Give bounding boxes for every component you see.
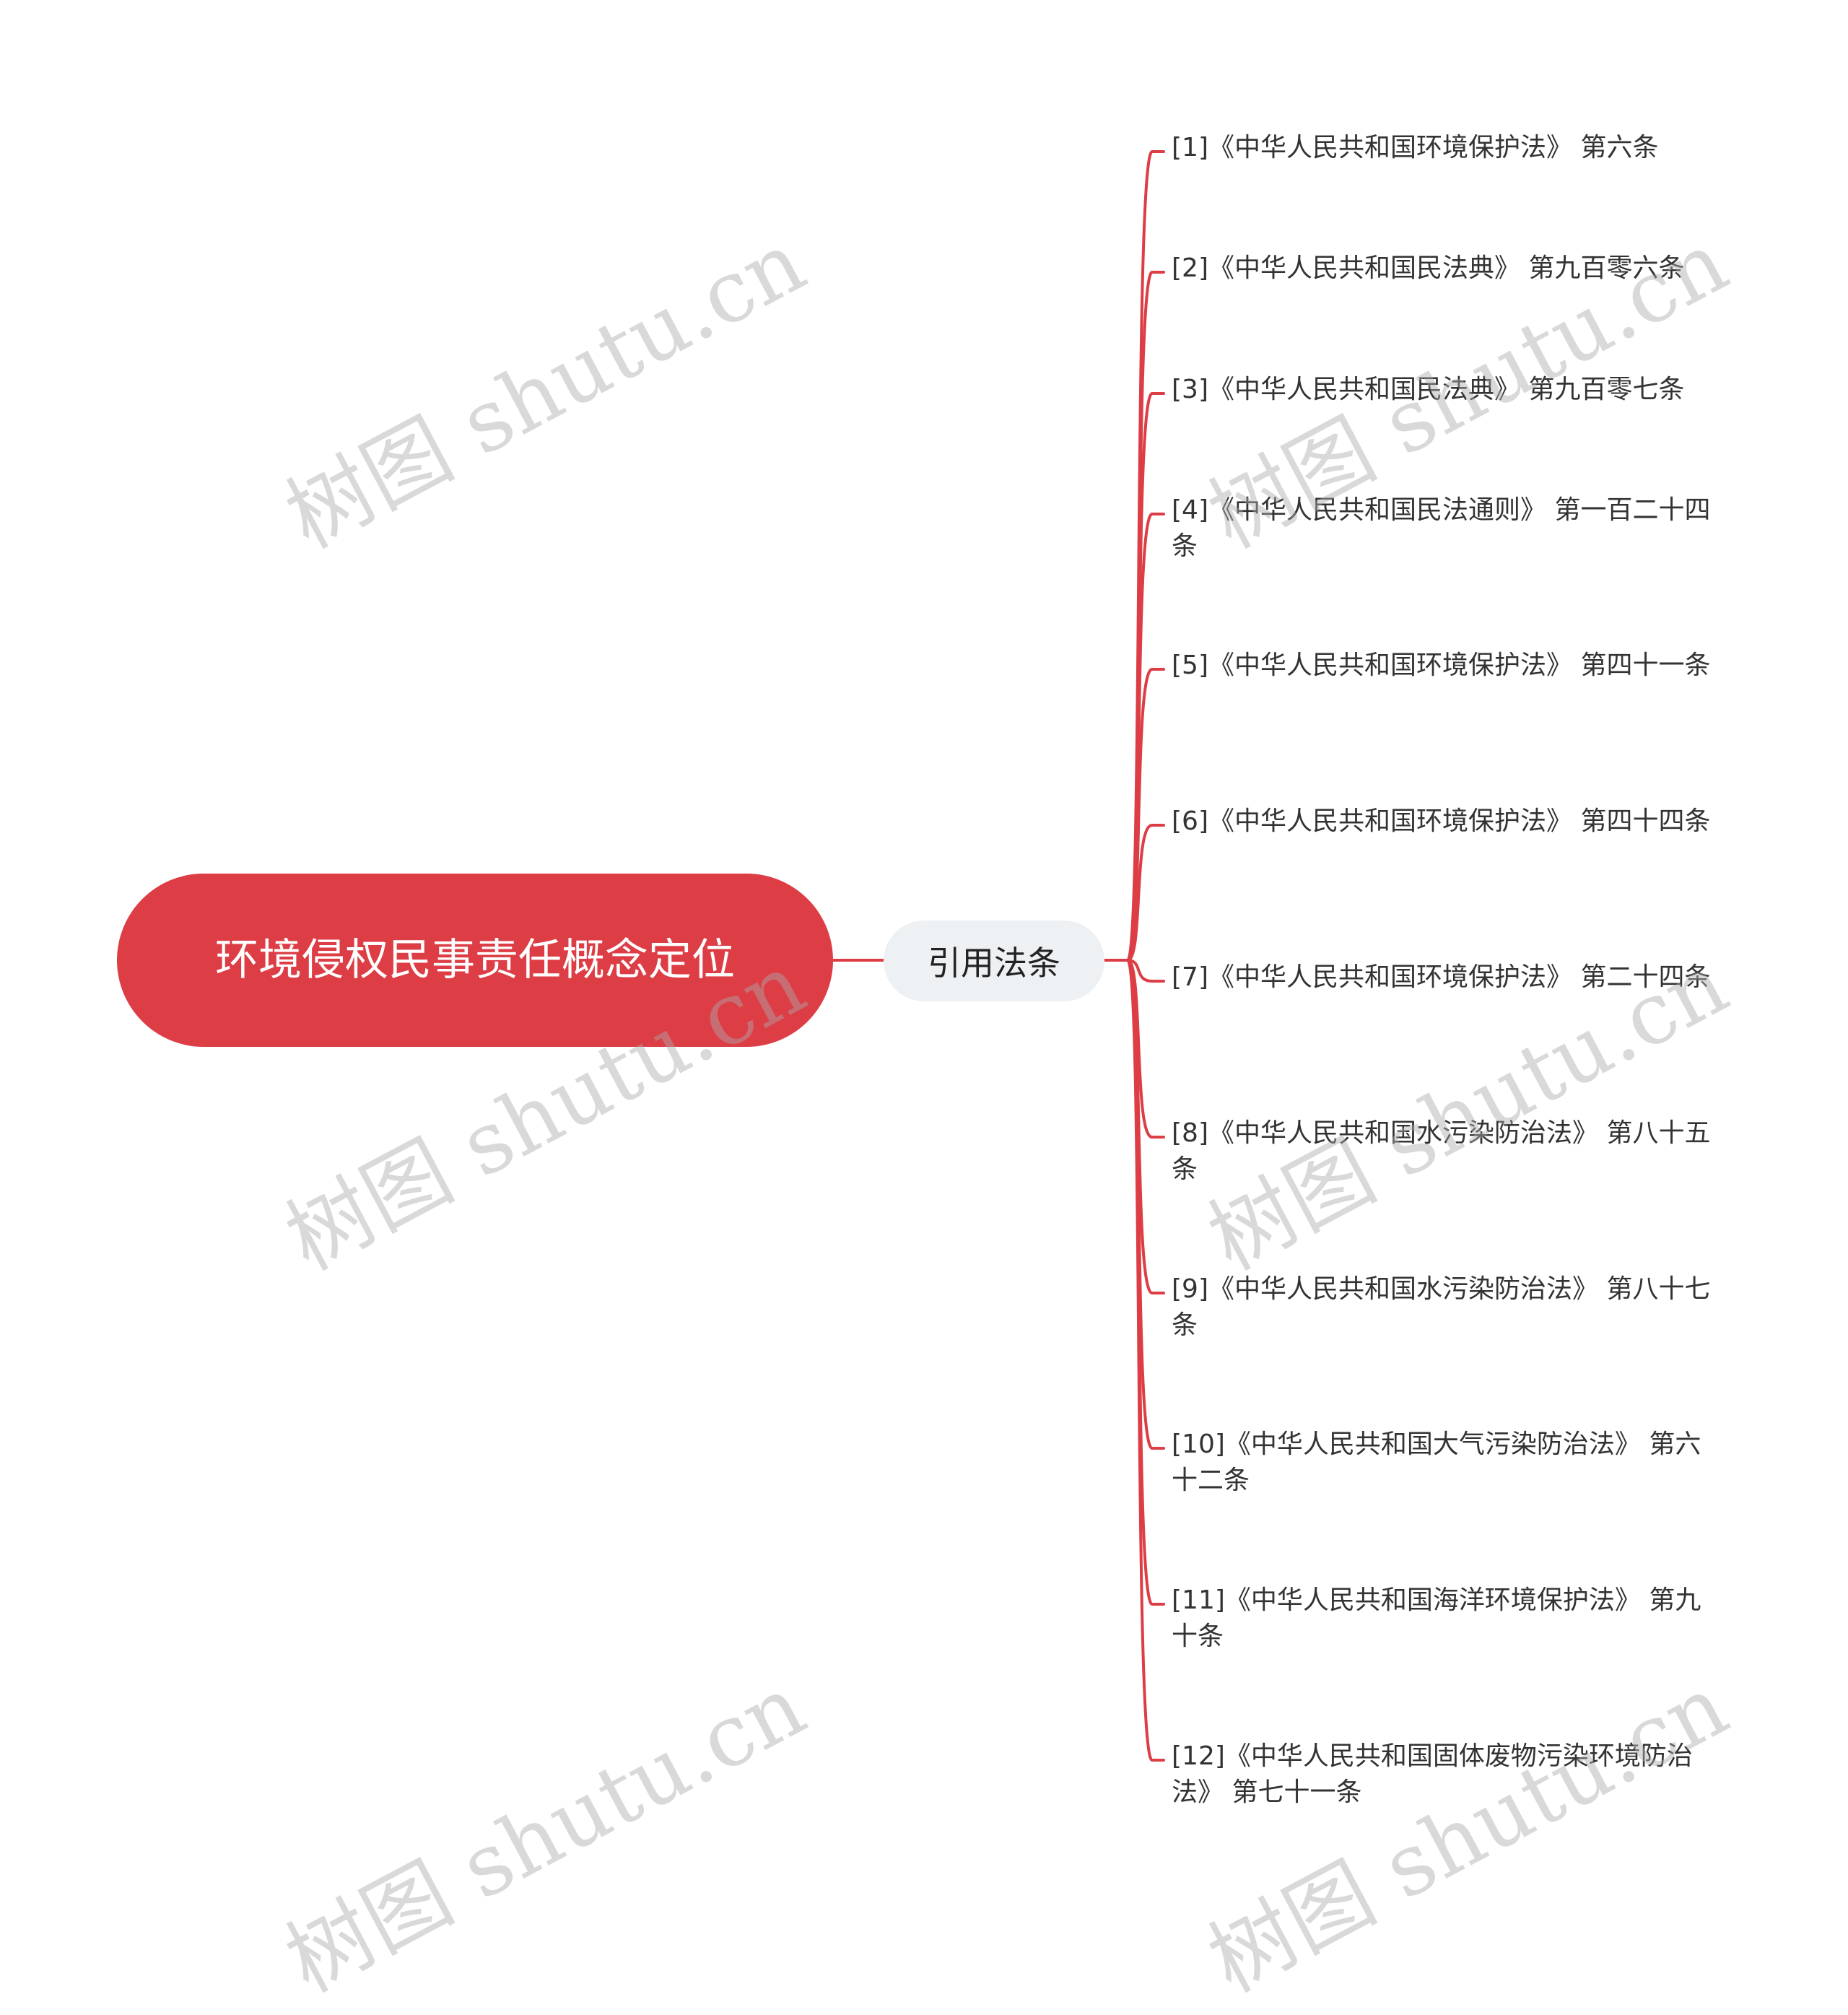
leaf-connector-10 bbox=[1126, 959, 1165, 1450]
leaf-node[interactable]: [10]《中华人民共和国大气污染防治法》 第六十二条 bbox=[1172, 1427, 1720, 1499]
leaf-label: [5]《中华人民共和国环境保护法》 第四十一条 bbox=[1172, 650, 1711, 680]
leaf-node[interactable]: [11]《中华人民共和国海洋环境保护法》 第九十条 bbox=[1172, 1583, 1720, 1655]
leaf-node[interactable]: [8]《中华人民共和国水污染防治法》 第八十五条 bbox=[1172, 1115, 1720, 1188]
leaf-label: [4]《中华人民共和国民法通则》 第一百二十四条 bbox=[1172, 495, 1711, 561]
leaf-node[interactable]: [9]《中华人民共和国水污染防治法》 第八十七条 bbox=[1172, 1271, 1720, 1344]
branch-node-citations[interactable]: 引用法条 bbox=[884, 921, 1104, 1001]
leaf-node[interactable]: [6]《中华人民共和国环境保护法》 第四十四条 bbox=[1172, 804, 1720, 840]
leaf-connector-4 bbox=[1126, 513, 1165, 962]
leaf-label: [12]《中华人民共和国固体废物污染环境防治法》 第七十一条 bbox=[1172, 1741, 1693, 1807]
leaf-label: [11]《中华人民共和国海洋环境保护法》 第九十条 bbox=[1172, 1585, 1701, 1651]
root-node[interactable]: 环境侵权民事责任概念定位 bbox=[117, 874, 833, 1047]
leaf-label: [8]《中华人民共和国水污染防治法》 第八十五条 bbox=[1172, 1118, 1711, 1184]
leaf-label: [1]《中华人民共和国环境保护法》 第六条 bbox=[1172, 133, 1659, 162]
leaf-connector-1 bbox=[1126, 150, 1165, 962]
leaf-node[interactable]: [12]《中华人民共和国固体废物污染环境防治法》 第七十一条 bbox=[1172, 1738, 1720, 1811]
branch-node-label: 引用法条 bbox=[928, 944, 1060, 983]
watermark: 树图 shutu.cn bbox=[270, 1655, 821, 2011]
watermark: 树图 shutu.cn bbox=[1193, 1655, 1743, 2011]
leaf-label: [6]《中华人民共和国环境保护法》 第四十四条 bbox=[1172, 806, 1711, 836]
leaf-connector-3 bbox=[1126, 392, 1165, 962]
leaf-connector-11 bbox=[1126, 959, 1165, 1606]
leaf-connector-2 bbox=[1126, 271, 1165, 962]
leaf-node[interactable]: [3]《中华人民共和国民法典》 第九百零七条 bbox=[1172, 372, 1720, 408]
leaf-connector-5 bbox=[1126, 668, 1165, 962]
leaf-label: [7]《中华人民共和国环境保护法》 第二十四条 bbox=[1172, 962, 1711, 992]
leaf-connector-9 bbox=[1126, 959, 1165, 1294]
leaf-node[interactable]: [5]《中华人民共和国环境保护法》 第四十一条 bbox=[1172, 648, 1720, 684]
leaf-label: [3]《中华人民共和国民法典》 第九百零七条 bbox=[1172, 375, 1685, 404]
leaf-connector-8 bbox=[1126, 959, 1165, 1139]
leaf-connector-12 bbox=[1126, 959, 1165, 1762]
leaf-node[interactable]: [4]《中华人民共和国民法通则》 第一百二十四条 bbox=[1172, 492, 1720, 565]
leaf-label: [10]《中华人民共和国大气污染防治法》 第六十二条 bbox=[1172, 1429, 1701, 1495]
leaf-node[interactable]: [1]《中华人民共和国环境保护法》 第六条 bbox=[1172, 130, 1720, 166]
leaf-label: [2]《中华人民共和国民法典》 第九百零六条 bbox=[1172, 253, 1685, 283]
leaf-label: [9]《中华人民共和国水污染防治法》 第八十七条 bbox=[1172, 1274, 1711, 1340]
root-node-label: 环境侵权民事责任概念定位 bbox=[215, 935, 735, 985]
leaf-node[interactable]: [2]《中华人民共和国民法典》 第九百零六条 bbox=[1172, 251, 1720, 287]
leaf-node[interactable]: [7]《中华人民共和国环境保护法》 第二十四条 bbox=[1172, 959, 1720, 996]
watermark: 树图 shutu.cn bbox=[270, 212, 821, 567]
leaf-connector-6 bbox=[1126, 824, 1165, 962]
leaf-connector-7 bbox=[1126, 959, 1165, 983]
